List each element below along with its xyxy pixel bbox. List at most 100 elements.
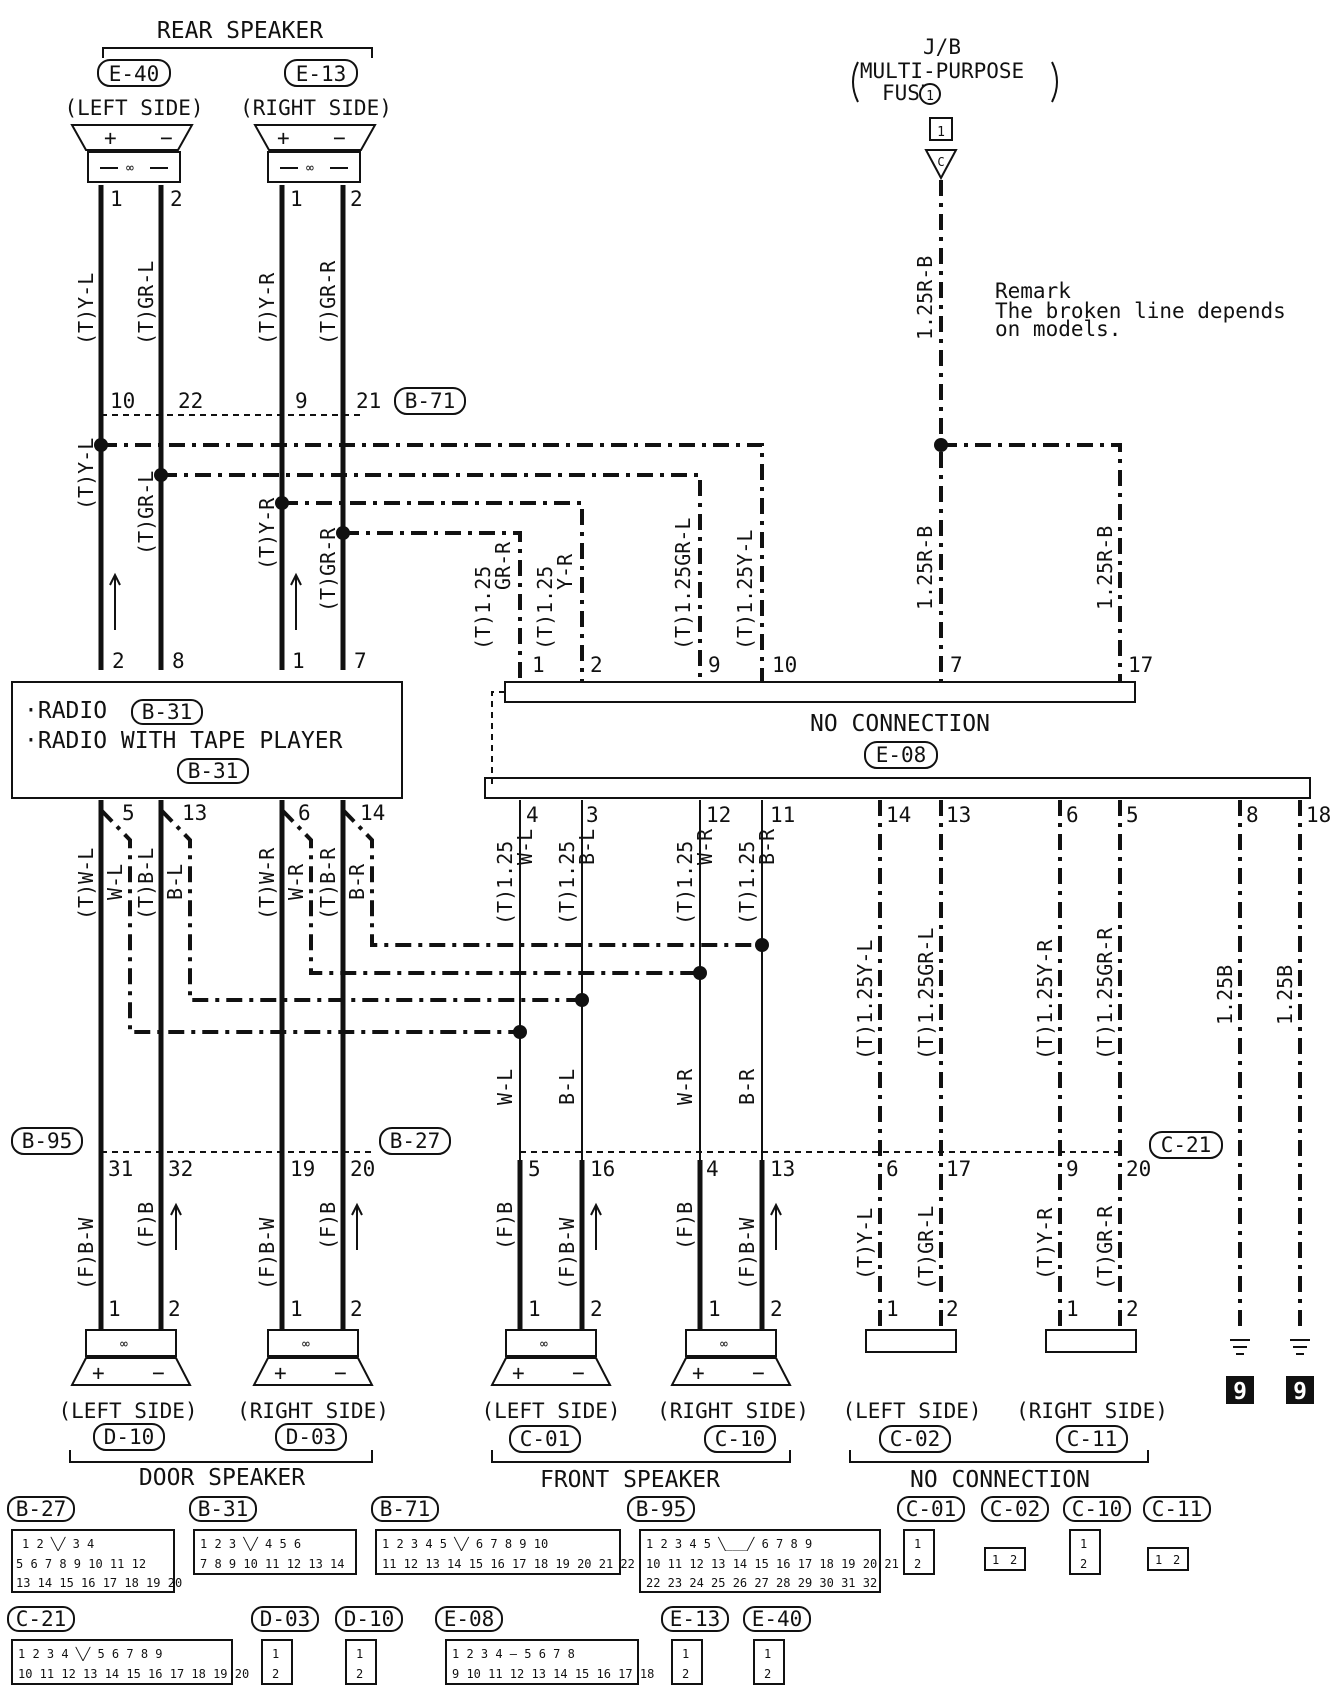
wire-label: (F)B-W (555, 1217, 579, 1290)
wire-label: (T)Y-L (74, 438, 98, 510)
b71-face-view: 1 2 3 4 5 ╲╱ 6 7 8 9 10 11 12 13 14 15 1… (375, 1529, 635, 1575)
svg-text:C-21: C-21 (16, 1607, 67, 1631)
c21-face-view: 1 2 3 4 ╲╱ 5 6 7 8 9 10 11 12 13 14 15 1… (11, 1639, 249, 1685)
svg-text:∞: ∞ (302, 1337, 310, 1352)
pin-label: 2 (168, 1297, 181, 1321)
wire-label: W-L (513, 829, 537, 865)
fuse-square-number: 1 (937, 125, 945, 140)
pin-label: 1 (532, 653, 545, 677)
svg-text:B-95: B-95 (636, 1497, 687, 1521)
wire-label: (T)GR-L (134, 471, 158, 555)
pin-label: 21 (356, 389, 381, 413)
ground-icon: 9 (1286, 1339, 1314, 1405)
svg-text:B-71: B-71 (380, 1497, 431, 1521)
pin-label: 19 (290, 1157, 315, 1181)
pin-label: 13 (770, 1157, 795, 1181)
c01-conn-label: C-01 (509, 1425, 581, 1453)
pin-label: 1 (886, 1297, 899, 1321)
svg-text:2: 2 (1080, 1557, 1087, 1571)
d03-conn-label: D-03 (275, 1423, 347, 1451)
wire-label: (T)1.25 (555, 841, 579, 925)
svg-text:9: 9 (1293, 1379, 1307, 1405)
rear-right-speaker-icon: +− ∞ (253, 124, 377, 183)
wire-label: (T)1.25 (735, 841, 759, 925)
wire-label: (T)Y-L (74, 273, 98, 345)
wire-label: Y-R (553, 553, 577, 590)
pin-label: 2 (590, 653, 603, 677)
wire-label: B-R (735, 1068, 759, 1105)
pin-label: 16 (590, 1157, 615, 1181)
wire-label: (T)W-L (74, 848, 98, 920)
wire-label: 1.25R-B (913, 526, 937, 610)
svg-text:1: 1 (764, 1647, 771, 1661)
wire-label: (T)Y-R (255, 497, 279, 570)
door-left-side-label: (LEFT SIDE) (58, 1399, 197, 1423)
wire-label: 1.25B (1213, 965, 1237, 1025)
front-speaker-title: FRONT SPEAKER (540, 1467, 720, 1493)
wire-label: GR-R (491, 541, 515, 590)
wire-label: (F)B (134, 1202, 158, 1250)
wire-label: B-L (555, 1069, 579, 1105)
conn-label-e13: E-13 (661, 1606, 729, 1632)
svg-text:1 2 3 4 5 ╲╱ 6 7 8 9 10: 1 2 3 4 5 ╲╱ 6 7 8 9 10 (382, 1536, 548, 1551)
wire-label: B-R (755, 828, 779, 865)
svg-text:C-01: C-01 (520, 1427, 571, 1451)
svg-text:C-11: C-11 (1152, 1497, 1203, 1521)
svg-text:+: + (274, 1361, 287, 1385)
fuse-number: 1 (926, 89, 934, 104)
svg-text:E-08: E-08 (876, 743, 927, 767)
wire-label: (T)1.25 (471, 566, 495, 650)
no-connection-title: NO CONNECTION (910, 1467, 1090, 1493)
nc-right-side-label: (RIGHT SIDE) (1016, 1399, 1168, 1423)
svg-text:10 11 12 13 14 15 16 17 18 19: 10 11 12 13 14 15 16 17 18 19 20 21 (646, 1557, 899, 1571)
e08-connector (484, 681, 1311, 799)
svg-text:2: 2 (1010, 1553, 1017, 1567)
pin-label: 6 (886, 1157, 899, 1181)
wire-label: (T)1.25GR-R (1093, 927, 1117, 1060)
pin-label: 2 (112, 649, 125, 673)
pin-label: 1 (292, 649, 305, 673)
pin-label: 10 (772, 653, 797, 677)
svg-text:1: 1 (356, 1647, 363, 1661)
svg-text:+: + (104, 126, 117, 150)
svg-text:E-40: E-40 (752, 1607, 803, 1631)
svg-text:11 12 13 14 15 16 17 18 19 20: 11 12 13 14 15 16 17 18 19 20 21 22 (382, 1557, 635, 1571)
d10-face-view: 1 2 (345, 1639, 377, 1685)
svg-text:1 2 3 4 ╲╱ 5 6 7 8 9: 1 2 3 4 ╲╱ 5 6 7 8 9 (18, 1646, 163, 1661)
svg-text:C-02: C-02 (890, 1427, 941, 1451)
svg-text:−: − (572, 1361, 585, 1385)
svg-text:−: − (752, 1361, 765, 1385)
wire-label: 1.25B (1273, 965, 1297, 1025)
wire-label: 1.25R-B (913, 256, 937, 340)
svg-text:D-10: D-10 (344, 1607, 395, 1631)
pin-label: 5 (1126, 803, 1139, 827)
door-right-speaker-icon: ∞ +− (252, 1329, 374, 1386)
wire-label: W-L (103, 864, 127, 900)
radio-unit: ·RADIO B-31 ·RADIO WITH TAPE PLAYER B-31 (11, 681, 403, 799)
b71-conn-label: B-71 (394, 387, 466, 415)
svg-text:9: 9 (1233, 1379, 1247, 1405)
pin-label: 1 (1066, 1297, 1079, 1321)
svg-text:C-02: C-02 (990, 1497, 1041, 1521)
pin-label: 5 (122, 801, 135, 825)
e40-face-view: 1 2 (753, 1639, 785, 1685)
svg-text:1: 1 (682, 1647, 689, 1661)
svg-text:D-03: D-03 (260, 1607, 311, 1631)
svg-text:2: 2 (914, 1557, 921, 1571)
svg-text:9 10 11 12 13 14 15 16 17 18: 9 10 11 12 13 14 15 16 17 18 (452, 1667, 654, 1681)
pin-label: 13 (182, 801, 207, 825)
c10-face-view: 1 2 (1069, 1529, 1101, 1575)
svg-text:∞: ∞ (306, 161, 314, 176)
svg-text:B-27: B-27 (390, 1129, 441, 1153)
pin-label: 17 (1128, 653, 1153, 677)
e08-no-connection: NO CONNECTION (810, 711, 990, 737)
pin-label: 3 (586, 803, 599, 827)
c10-conn-label: C-10 (704, 1425, 776, 1453)
pin-label: 32 (168, 1157, 193, 1181)
wire-label: (F)B-W (74, 1217, 98, 1290)
pin-label: 2 (770, 1297, 783, 1321)
pin-label: 2 (1126, 1297, 1139, 1321)
c11-face-view: 1 2 (1147, 1547, 1189, 1571)
wire-label: W-R (284, 863, 308, 900)
pin-label: 10 (110, 389, 135, 413)
